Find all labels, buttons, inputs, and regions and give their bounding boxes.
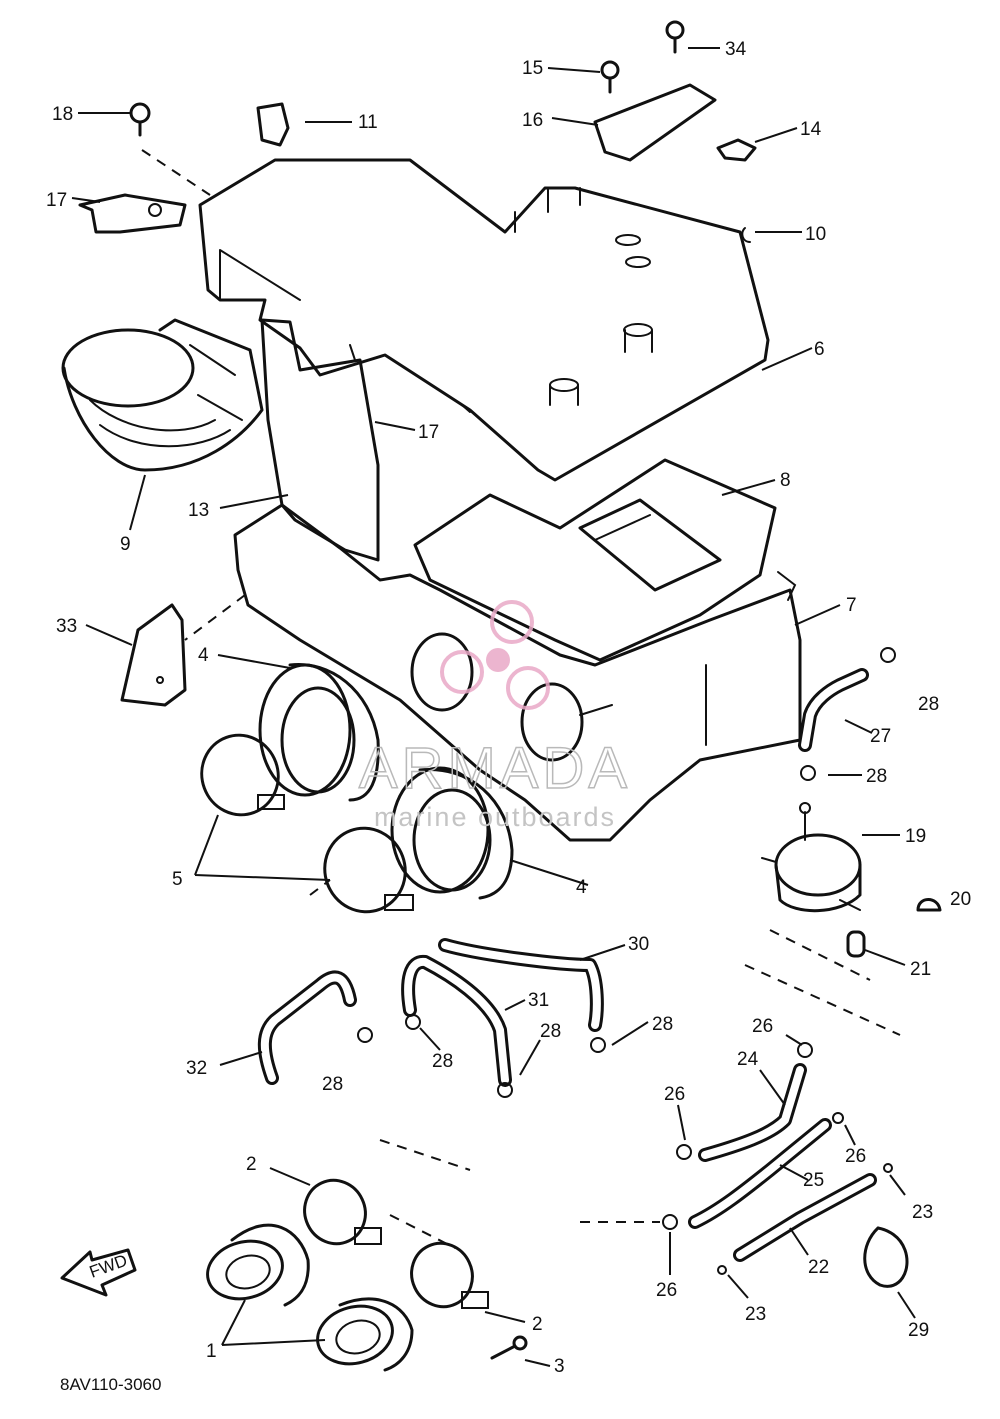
callout-label: 17 xyxy=(418,422,439,443)
diagram-code: 8AV110-3060 xyxy=(60,1375,161,1394)
inner-plate-part-13 xyxy=(260,318,380,562)
callout-label: 30 xyxy=(628,934,649,955)
cap-part-20 xyxy=(916,898,942,912)
hose-part-25 xyxy=(688,1118,832,1229)
callout-label: 34 xyxy=(725,39,747,60)
hose-part-31 xyxy=(401,954,512,1087)
bolt-part-34 xyxy=(665,20,685,54)
callout-label: 8 xyxy=(780,470,791,491)
hose-part-27 xyxy=(798,668,869,752)
cover-part-33 xyxy=(120,603,187,707)
callout-label: 27 xyxy=(870,726,891,747)
callout-label: 26 xyxy=(752,1016,773,1037)
carb-joint-part-1-left xyxy=(206,1223,310,1307)
callout-label: 31 xyxy=(528,990,549,1011)
upper-case-part-6 xyxy=(198,158,770,482)
callout-label: 2 xyxy=(246,1154,257,1175)
bolt-part-18 xyxy=(129,102,151,137)
hose-part-22 xyxy=(733,1173,877,1262)
callout-label: 22 xyxy=(808,1257,829,1278)
clamp-part-2-upper xyxy=(303,1178,382,1246)
hose-part-30 xyxy=(438,938,604,1032)
callout-label: 3 xyxy=(554,1356,565,1377)
watermark-logo xyxy=(440,600,550,710)
bracket-part-17-upper xyxy=(78,193,187,234)
callout-label: 10 xyxy=(805,224,826,245)
watermark-logo-center xyxy=(486,648,510,672)
watermark-tagline: marine outboards xyxy=(374,802,616,832)
joint-part-4-left xyxy=(258,662,380,802)
callout-label: 28 xyxy=(652,1014,673,1035)
callout-label: 15 xyxy=(522,58,543,79)
clamp-part-5-right xyxy=(323,826,414,914)
watermark-brand: ARMADA xyxy=(359,736,631,801)
grommet-part-10 xyxy=(741,227,751,243)
callout-label: 23 xyxy=(912,1202,933,1223)
callout-label: 26 xyxy=(656,1280,677,1301)
front-marker-label: FWD xyxy=(87,1251,130,1282)
callout-label: 28 xyxy=(866,766,887,787)
callout-label: 28 xyxy=(432,1051,453,1072)
watermark-logo-petal-left xyxy=(440,650,484,694)
callout-label: 28 xyxy=(918,694,939,715)
callout-label: 21 xyxy=(910,959,931,980)
callout-label: 19 xyxy=(905,826,926,847)
watermark-logo-petal-upper xyxy=(490,600,534,644)
callout-label: 14 xyxy=(800,119,822,140)
callout-label: 11 xyxy=(358,112,378,133)
intake-silencer-part-9 xyxy=(61,318,264,472)
callout-label: 24 xyxy=(737,1049,759,1070)
leader-lines xyxy=(71,47,916,1367)
clip-part-29 xyxy=(863,1226,909,1288)
joint-part-4-right xyxy=(390,766,514,900)
bolt-part-3 xyxy=(490,1335,528,1360)
front-direction-marker: FWD xyxy=(60,1248,137,1297)
callout-label: 26 xyxy=(664,1084,685,1105)
callout-label: 26 xyxy=(845,1146,866,1167)
pump-part-19 xyxy=(761,802,862,913)
callout-label: 20 xyxy=(950,889,971,910)
callout-label: 28 xyxy=(322,1074,343,1095)
bolt-part-15 xyxy=(600,60,620,94)
callout-label: 23 xyxy=(745,1304,766,1325)
hose-part-32 xyxy=(257,970,357,1085)
callout-label: 6 xyxy=(814,339,825,360)
callout-label: 16 xyxy=(522,110,543,131)
callout-label: 25 xyxy=(803,1170,824,1191)
callout-label: 13 xyxy=(188,500,209,521)
callout-label: 29 xyxy=(908,1320,929,1341)
callout-label: 28 xyxy=(540,1021,561,1042)
callout-label: 17 xyxy=(46,190,67,211)
bracket-part-16 xyxy=(593,83,717,162)
callout-label: 18 xyxy=(52,104,73,125)
callout-label: 1 xyxy=(206,1341,217,1362)
callout-label: 4 xyxy=(576,877,587,898)
callout-label: 7 xyxy=(846,595,857,616)
callout-label: 2 xyxy=(532,1314,543,1335)
hose-part-24 xyxy=(698,1063,807,1162)
alignment-lines xyxy=(141,149,901,1249)
callout-label: 4 xyxy=(198,645,209,666)
clip-part-11 xyxy=(256,102,290,147)
callout-label: 9 xyxy=(120,534,131,555)
clip-part-14 xyxy=(716,138,757,162)
callout-labels: 1 2 2 3 4 4 5 6 7 8 9 10 11 13 14 15 16 … xyxy=(46,39,971,1377)
watermark-logo-petal-right xyxy=(506,666,550,710)
callout-label: 32 xyxy=(186,1058,207,1079)
clamp-part-2-lower xyxy=(410,1241,489,1309)
hose-clips xyxy=(357,647,896,1275)
filter-element-part-8 xyxy=(413,458,777,662)
cap-part-21 xyxy=(846,930,866,958)
callout-label: 5 xyxy=(172,869,183,890)
clamp-part-5-left xyxy=(200,733,285,817)
callout-label: 33 xyxy=(56,616,77,637)
carb-joint-part-1-right xyxy=(316,1297,414,1372)
